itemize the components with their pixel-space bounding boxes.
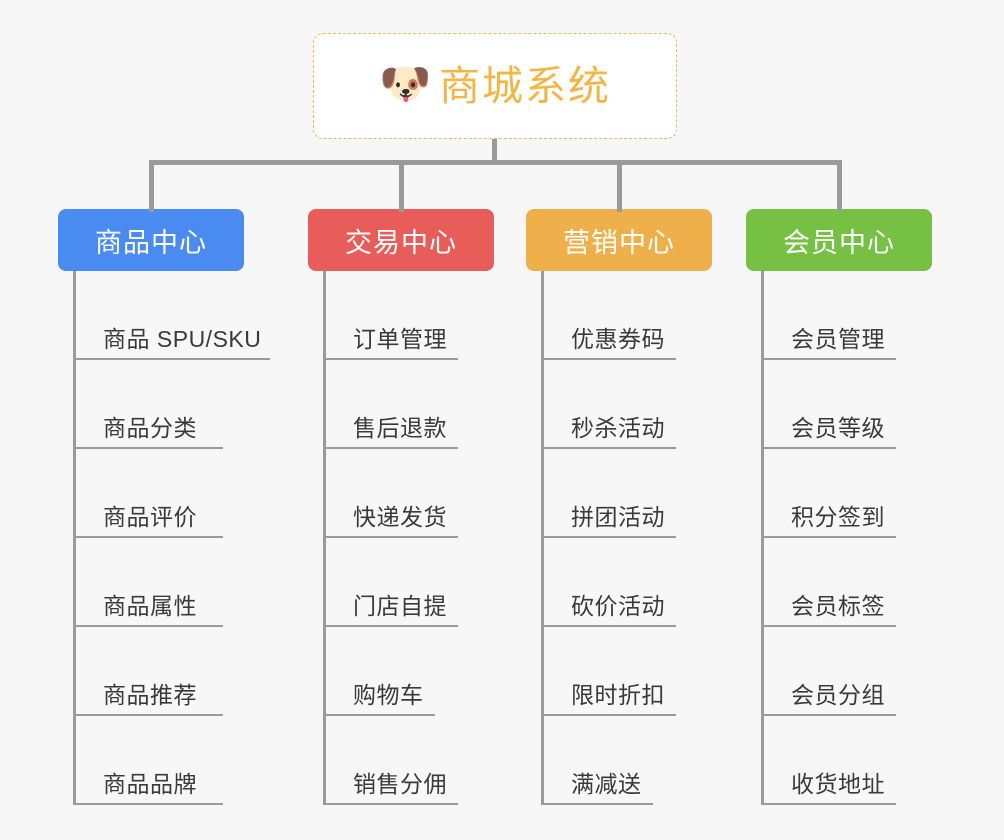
leaf-item-label: 销售分佣 bbox=[353, 771, 447, 797]
leaf-underline bbox=[323, 447, 458, 449]
leaf-item-label: 秒杀活动 bbox=[571, 415, 665, 441]
connector-drop-trade-center bbox=[399, 160, 404, 212]
leaf-item[interactable]: 商品属性 bbox=[58, 538, 244, 627]
leaf-item[interactable]: 商品分类 bbox=[58, 360, 244, 449]
leaf-underline bbox=[541, 447, 676, 449]
leaf-underline bbox=[761, 536, 896, 538]
leaf-item-label: 快递发货 bbox=[353, 504, 447, 530]
leaf-underline bbox=[761, 358, 896, 360]
leaf-underline bbox=[323, 536, 458, 538]
shiba-dog-face-icon: 🐶 bbox=[379, 60, 432, 107]
branch-header-member-center[interactable]: 会员中心 bbox=[746, 209, 932, 271]
leaf-item-label: 会员标签 bbox=[791, 593, 885, 619]
leaf-underline bbox=[761, 447, 896, 449]
leaf-item-label: 购物车 bbox=[353, 682, 424, 708]
root-node-title: 商城系统 bbox=[439, 62, 611, 109]
leaf-item[interactable]: 会员标签 bbox=[746, 538, 932, 627]
leaf-item[interactable]: 销售分佣 bbox=[308, 716, 494, 805]
leaf-underline bbox=[541, 714, 676, 716]
leaf-item-label: 限时折扣 bbox=[571, 682, 665, 708]
leaf-item-label: 会员分组 bbox=[791, 682, 885, 708]
leaf-item[interactable]: 优惠券码 bbox=[526, 271, 712, 360]
leaf-item-label: 砍价活动 bbox=[571, 593, 665, 619]
leaf-underline bbox=[323, 358, 458, 360]
leaf-underline bbox=[73, 625, 223, 627]
leaf-item-label: 商品推荐 bbox=[103, 682, 197, 708]
leaf-item[interactable]: 拼团活动 bbox=[526, 449, 712, 538]
leaf-underline bbox=[323, 625, 458, 627]
leaf-item-label: 订单管理 bbox=[353, 326, 447, 352]
leaf-item-label: 满减送 bbox=[571, 771, 642, 797]
connector-spine-trade-center bbox=[323, 271, 326, 805]
leaf-item[interactable]: 会员管理 bbox=[746, 271, 932, 360]
leaf-underline bbox=[73, 803, 223, 805]
leaf-item-label: 商品评价 bbox=[103, 504, 197, 530]
branch-header-marketing-center[interactable]: 营销中心 bbox=[526, 209, 712, 271]
leaf-item-label: 会员等级 bbox=[791, 415, 885, 441]
leaf-item[interactable]: 收货地址 bbox=[746, 716, 932, 805]
leaf-item[interactable]: 秒杀活动 bbox=[526, 360, 712, 449]
leaf-item[interactable]: 售后退款 bbox=[308, 360, 494, 449]
leaf-underline bbox=[73, 536, 223, 538]
leaf-item-label: 收货地址 bbox=[791, 771, 885, 797]
connector-spine-member-center bbox=[761, 271, 764, 805]
leaf-item[interactable]: 会员分组 bbox=[746, 627, 932, 716]
root-node-mall-system[interactable]: 🐶 商城系统 bbox=[313, 33, 677, 139]
connector-spine-marketing-center bbox=[541, 271, 544, 805]
leaf-underline bbox=[323, 803, 458, 805]
leaf-item-label: 会员管理 bbox=[791, 326, 885, 352]
leaf-item[interactable]: 购物车 bbox=[308, 627, 494, 716]
leaf-item-label: 商品分类 bbox=[103, 415, 197, 441]
leaf-item-label: 优惠券码 bbox=[571, 326, 665, 352]
branch-member-center: 会员中心会员管理会员等级积分签到会员标签会员分组收货地址 bbox=[746, 209, 932, 805]
branch-header-product-center[interactable]: 商品中心 bbox=[58, 209, 244, 271]
leaf-item-label: 售后退款 bbox=[353, 415, 447, 441]
leaf-item-label: 商品品牌 bbox=[103, 771, 197, 797]
leaf-item[interactable]: 满减送 bbox=[526, 716, 712, 805]
leaf-item-label: 门店自提 bbox=[353, 593, 447, 619]
leaf-item-label: 积分签到 bbox=[791, 504, 885, 530]
leaf-item[interactable]: 会员等级 bbox=[746, 360, 932, 449]
leaf-list-trade-center: 订单管理售后退款快递发货门店自提购物车销售分佣 bbox=[308, 271, 494, 805]
leaf-underline bbox=[761, 714, 896, 716]
branch-trade-center: 交易中心订单管理售后退款快递发货门店自提购物车销售分佣 bbox=[308, 209, 494, 805]
leaf-item-label: 商品属性 bbox=[103, 593, 197, 619]
leaf-item-label: 拼团活动 bbox=[571, 504, 665, 530]
leaf-underline bbox=[761, 625, 896, 627]
leaf-item[interactable]: 限时折扣 bbox=[526, 627, 712, 716]
connector-horizontal-bar bbox=[150, 160, 840, 165]
leaf-list-product-center: 商品 SPU/SKU 商品分类商品评价商品属性商品推荐商品品牌 bbox=[58, 271, 270, 805]
leaf-underline bbox=[541, 358, 676, 360]
leaf-item[interactable]: 商品品牌 bbox=[58, 716, 244, 805]
leaf-item[interactable]: 门店自提 bbox=[308, 538, 494, 627]
leaf-item[interactable]: 商品评价 bbox=[58, 449, 244, 538]
connector-spine-product-center bbox=[73, 271, 76, 805]
branch-header-trade-center[interactable]: 交易中心 bbox=[308, 209, 494, 271]
leaf-underline bbox=[541, 536, 676, 538]
leaf-item[interactable]: 商品 SPU/SKU bbox=[58, 271, 270, 360]
leaf-item[interactable]: 快递发货 bbox=[308, 449, 494, 538]
branch-product-center: 商品中心商品 SPU/SKU 商品分类商品评价商品属性商品推荐商品品牌 bbox=[58, 209, 270, 805]
leaf-underline bbox=[761, 803, 896, 805]
leaf-underline bbox=[323, 714, 435, 716]
leaf-underline bbox=[73, 714, 223, 716]
leaf-item-label: 商品 SPU/SKU bbox=[103, 326, 262, 352]
leaf-item[interactable]: 订单管理 bbox=[308, 271, 494, 360]
leaf-item[interactable]: 砍价活动 bbox=[526, 538, 712, 627]
leaf-item[interactable]: 积分签到 bbox=[746, 449, 932, 538]
connector-drop-marketing-center bbox=[617, 160, 622, 212]
leaf-list-member-center: 会员管理会员等级积分签到会员标签会员分组收货地址 bbox=[746, 271, 932, 805]
leaf-underline bbox=[541, 803, 653, 805]
leaf-underline bbox=[73, 358, 270, 360]
leaf-underline bbox=[541, 625, 676, 627]
leaf-underline bbox=[73, 447, 223, 449]
connector-drop-product-center bbox=[149, 160, 154, 212]
leaf-list-marketing-center: 优惠券码秒杀活动拼团活动砍价活动限时折扣满减送 bbox=[526, 271, 712, 805]
connector-drop-member-center bbox=[837, 160, 842, 212]
connector-root-stem bbox=[492, 139, 497, 164]
leaf-item[interactable]: 商品推荐 bbox=[58, 627, 244, 716]
branch-marketing-center: 营销中心优惠券码秒杀活动拼团活动砍价活动限时折扣满减送 bbox=[526, 209, 712, 805]
